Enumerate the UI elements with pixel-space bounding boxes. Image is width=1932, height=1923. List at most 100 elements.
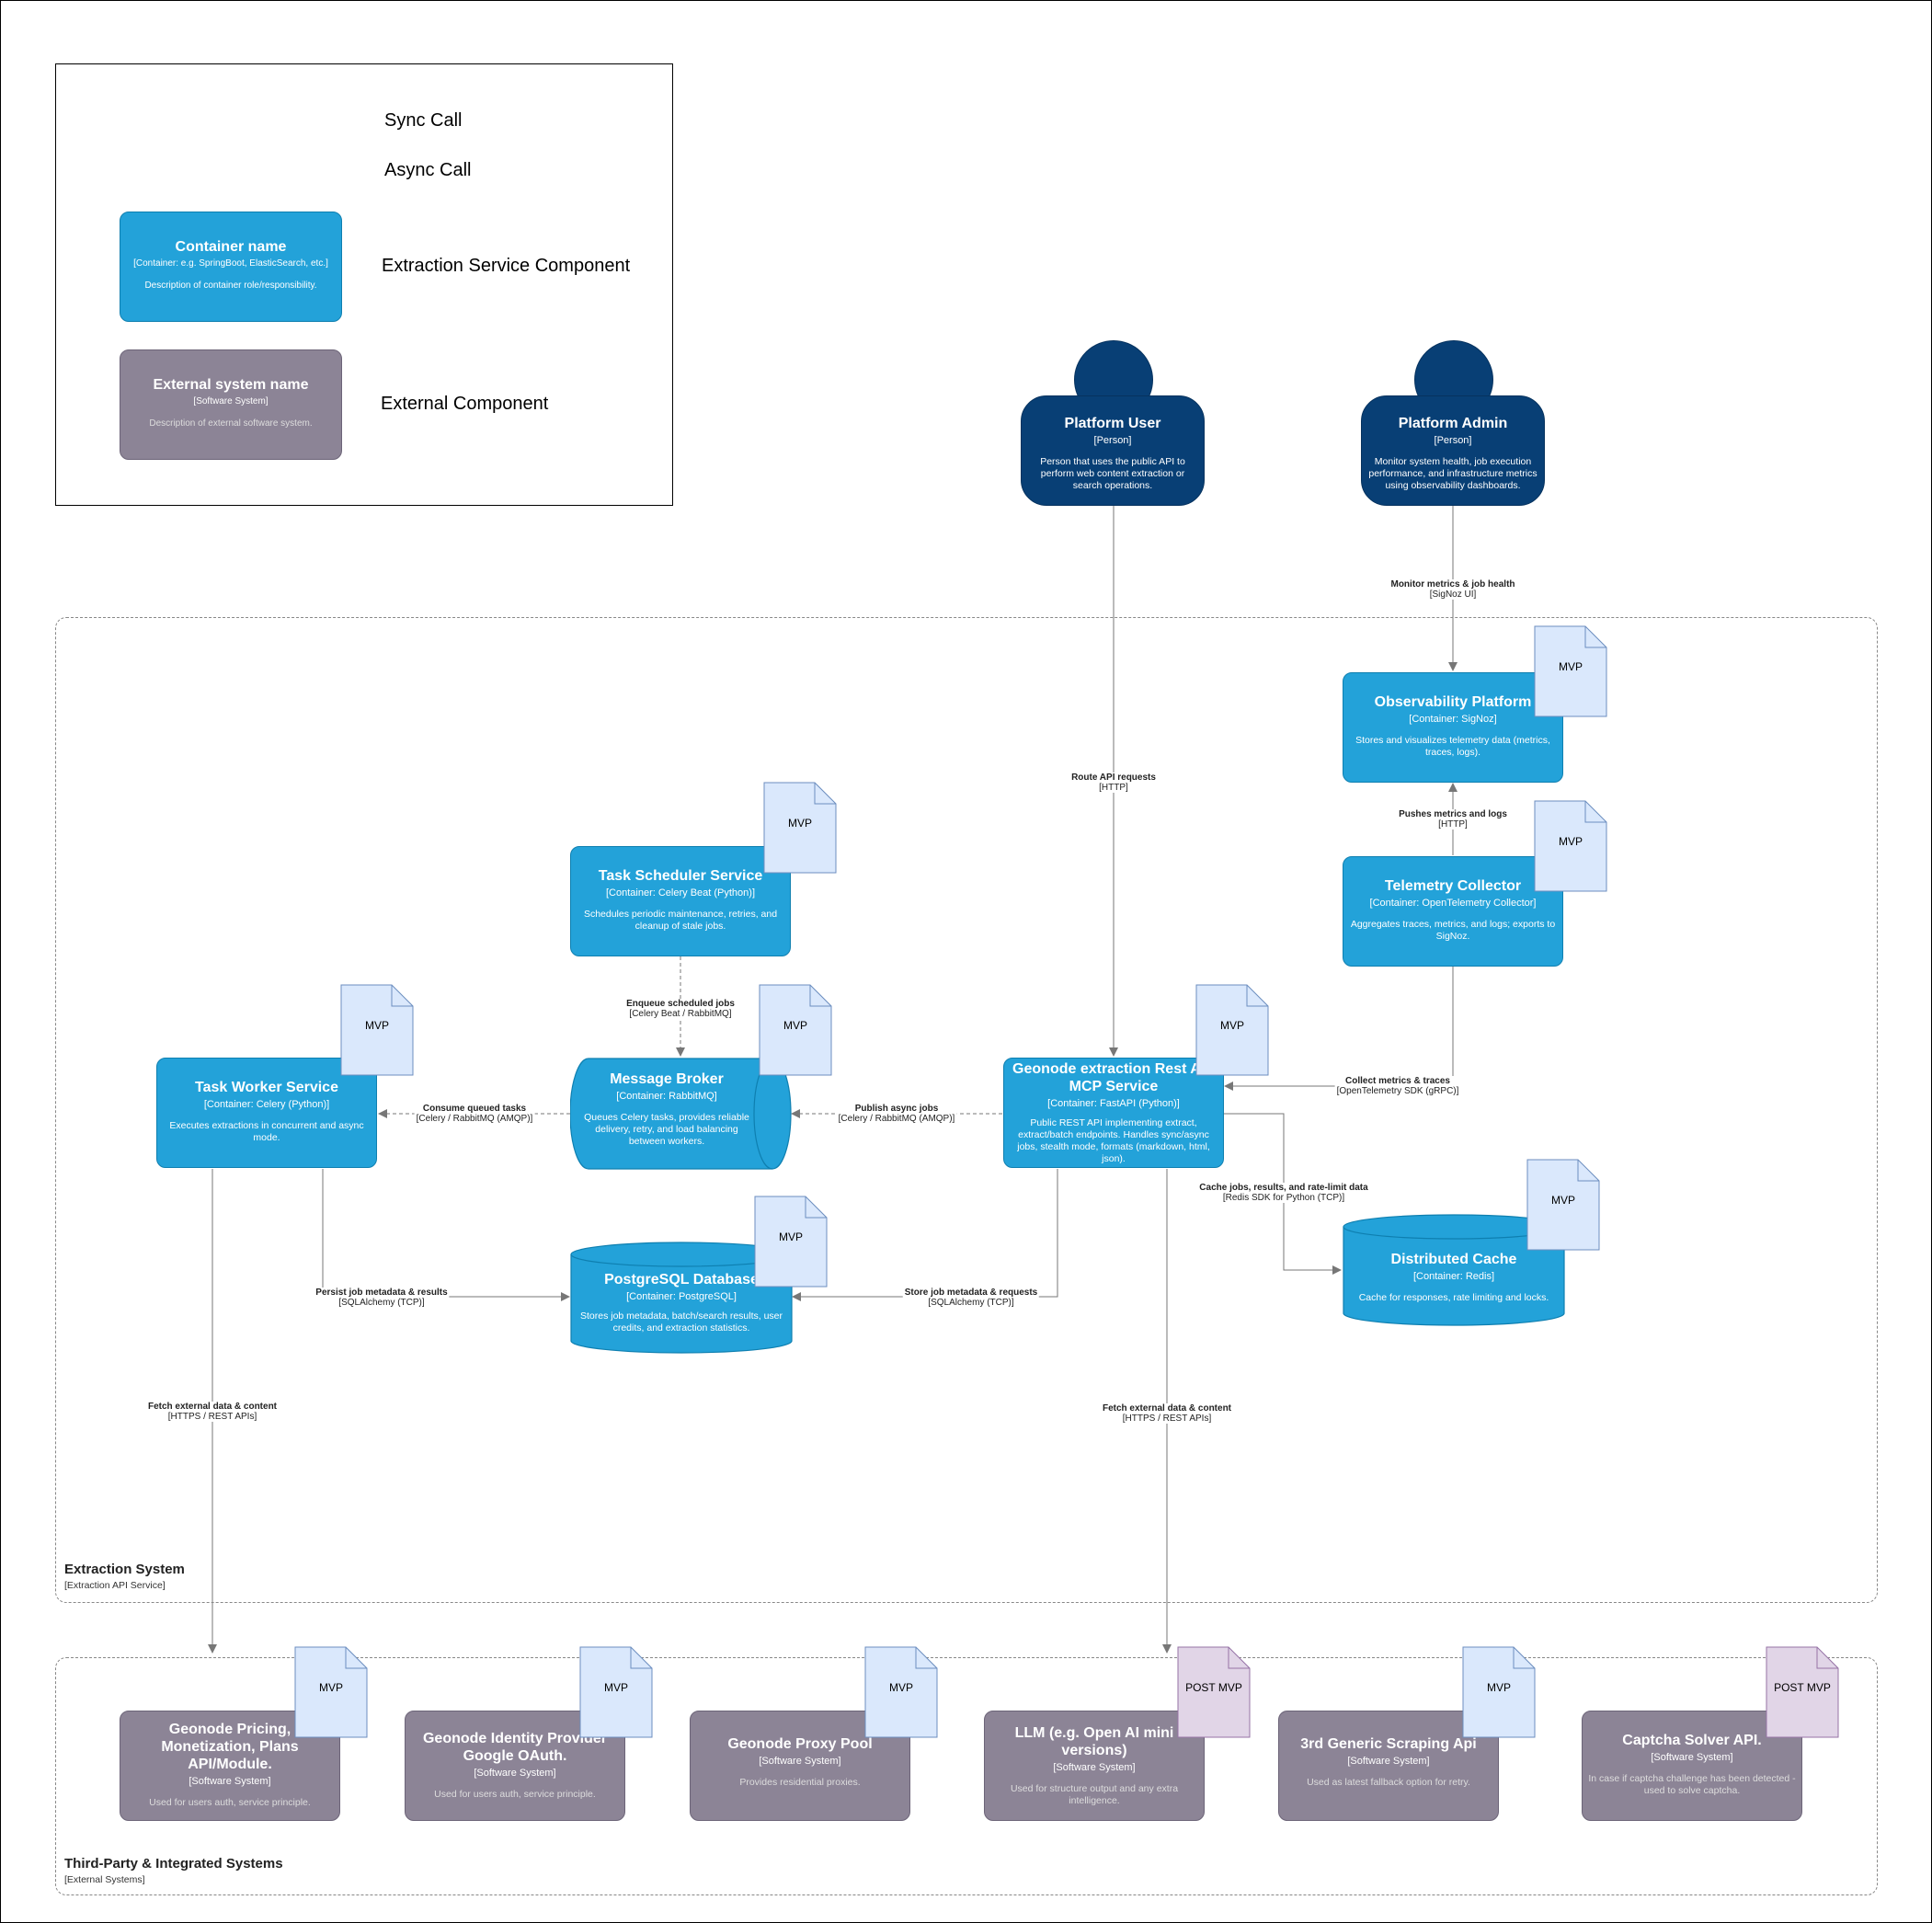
container-desc: Stores and visualizes telemetry data (me…	[1355, 735, 1550, 758]
legend-external-sample: External system name [Software System] D…	[120, 349, 342, 460]
edge-label-consume: Consume queued tasks[Celery / RabbitMQ (…	[414, 1104, 535, 1124]
container-title: Observability Platform	[1374, 694, 1532, 710]
mvp-note: MVP	[294, 1646, 368, 1738]
task-worker-container[interactable]: Task Worker Service [Container: Celery (…	[156, 1058, 377, 1168]
relation-label: Cache jobs, results, and rate-limit data	[1199, 1183, 1368, 1193]
note-label: MVP	[1550, 1194, 1575, 1207]
task-scheduler-container[interactable]: Task Scheduler Service [Container: Celer…	[570, 846, 791, 956]
telemetry-collector-container[interactable]: Telemetry Collector [Container: OpenTele…	[1343, 856, 1563, 967]
container-desc: Cache for responses, rate limiting and l…	[1358, 1292, 1549, 1303]
container-desc: Schedules periodic maintenance, retries,…	[583, 909, 778, 932]
relation-label: Publish async jobs	[854, 1104, 939, 1114]
container-title: Task Worker Service	[195, 1080, 338, 1095]
external-type: [Software System]	[1053, 1762, 1136, 1773]
person-desc: Person that uses the public API to perfo…	[1040, 456, 1185, 491]
container-desc: Executes extractions in concurrent and a…	[169, 1120, 364, 1143]
edge-label-monitor: Monitor metrics & job health[SigNoz UI]	[1389, 579, 1517, 600]
mvp-note: MVP	[1462, 1646, 1536, 1738]
mvp-note: MVP	[763, 782, 837, 874]
container-desc: Stores job metadata, batch/search result…	[579, 1311, 783, 1334]
edge-label-enqueue: Enqueue scheduled jobs[Celery Beat / Rab…	[624, 999, 737, 1019]
external-title: Captcha Solver API.	[1622, 1733, 1762, 1748]
person-title: Platform Admin	[1398, 416, 1508, 431]
container-title: Message Broker	[610, 1071, 724, 1087]
note-label: MVP	[364, 1019, 389, 1032]
mvp-note: MVP	[579, 1646, 653, 1738]
edge-store	[792, 1169, 1058, 1301]
relation-tech: [HTTPS / REST APIs]	[167, 1412, 257, 1422]
pricing-external-system[interactable]: Geonode Pricing, Monetization, Plans API…	[120, 1711, 340, 1821]
relation-label: Persist job metadata & results	[315, 1288, 448, 1298]
container-type: [Container: RabbitMQ]	[616, 1091, 717, 1102]
message-broker-shape	[570, 1058, 792, 1170]
legend-external-desc: Description of external software system.	[149, 418, 313, 429]
proxy-external-system[interactable]: Geonode Proxy Pool [Software System] Pro…	[690, 1711, 910, 1821]
person-type: [Person]	[1434, 435, 1472, 446]
relation-tech: [Celery Beat / RabbitMQ]	[629, 1009, 732, 1019]
identity-external-system[interactable]: Geonode Identity Provider Google OAuth. …	[405, 1711, 625, 1821]
container-title: Task Scheduler Service	[598, 868, 763, 884]
mvp-note: MVP	[754, 1196, 828, 1288]
container-type: [Container: Celery Beat (Python)]	[605, 887, 756, 899]
relation-tech: [SigNoz UI]	[1429, 589, 1477, 600]
person-desc: Monitor system health, job execution per…	[1368, 456, 1538, 491]
external-title: Geonode Pricing, Monetization, Plans API…	[161, 1722, 299, 1772]
edge-label-fetch-worker: Fetch external data & content[HTTPS / RE…	[145, 1402, 280, 1422]
mvp-note: MVP	[1534, 625, 1607, 717]
external-desc: Provides residential proxies.	[739, 1777, 861, 1788]
note-label: MVP	[787, 817, 812, 830]
rest-api-mcp-container[interactable]: Geonode extraction Rest API MCP Service …	[1003, 1058, 1224, 1168]
container-desc: Queues Celery tasks, provides reliable d…	[584, 1112, 749, 1147]
observability-platform-container[interactable]: Observability Platform [Container: SigNo…	[1343, 672, 1563, 783]
relation-label: Route API requests	[1071, 773, 1156, 783]
post-mvp-note: POST MVP	[1177, 1646, 1251, 1738]
container-type: [Container: OpenTelemetry Collector]	[1369, 898, 1537, 909]
container-desc: Aggregates traces, metrics, and logs; ex…	[1350, 919, 1556, 942]
external-type: [Software System]	[1651, 1752, 1733, 1763]
third-party-boundary-sub: [External Systems]	[64, 1874, 145, 1885]
scraping-external-system[interactable]: 3rd Generic Scraping Api [Software Syste…	[1278, 1711, 1499, 1821]
edge-label-fetch-api: Fetch external data & content[HTTPS / RE…	[1100, 1403, 1234, 1424]
note-label: MVP	[1558, 835, 1583, 848]
platform-user-person[interactable]: Platform User [Person] Person that uses …	[1021, 395, 1205, 506]
relation-label: Fetch external data & content	[147, 1402, 278, 1412]
person-title: Platform User	[1064, 416, 1161, 431]
captcha-external-system[interactable]: Captcha Solver API. [Software System] In…	[1582, 1711, 1802, 1821]
legend-external-title: External system name	[153, 377, 309, 393]
relation-tech: [Celery / RabbitMQ (AMQP)]	[838, 1114, 955, 1124]
external-type: [Software System]	[474, 1768, 556, 1779]
legend-async-label: Async Call	[384, 160, 472, 180]
note-label: POST MVP	[1185, 1681, 1242, 1694]
postgres-container[interactable]: PostgreSQL Database [Container: PostgreS…	[570, 1260, 793, 1352]
relation-tech: [OpenTelemetry SDK (gRPC)]	[1336, 1086, 1459, 1096]
legend-external-label: External Component	[381, 394, 549, 414]
container-desc: Public REST API implementing extract, ex…	[1017, 1117, 1210, 1164]
note-label: MVP	[888, 1681, 913, 1694]
relation-label: Fetch external data & content	[1102, 1403, 1232, 1414]
legend-container-title: Container name	[175, 239, 287, 255]
platform-admin-person[interactable]: Platform Admin [Person] Monitor system h…	[1361, 395, 1545, 506]
relation-label: Collect metrics & traces	[1345, 1076, 1450, 1086]
relation-tech: [HTTP]	[1438, 819, 1468, 830]
external-desc: Used as latest fallback option for retry…	[1307, 1777, 1470, 1788]
relation-tech: [HTTP]	[1099, 783, 1128, 793]
third-party-boundary	[55, 1657, 1878, 1895]
legend-external-type: [Software System]	[193, 396, 269, 406]
external-title: LLM (e.g. Open AI mini versions)	[1014, 1725, 1174, 1758]
relation-tech: [Celery / RabbitMQ (AMQP)]	[416, 1114, 533, 1124]
distributed-cache-container[interactable]: Distributed Cache [Container: Redis] Cac…	[1343, 1242, 1565, 1324]
container-type: [Container: FastAPI (Python)]	[1047, 1098, 1180, 1109]
container-type: [Container: SigNoz]	[1409, 714, 1497, 725]
postgres-shape	[570, 1242, 793, 1354]
container-type: [Container: Celery (Python)]	[203, 1099, 330, 1110]
relation-label: Enqueue scheduled jobs	[626, 999, 735, 1009]
edge-label-cachejobs: Cache jobs, results, and rate-limit data…	[1197, 1183, 1370, 1203]
relation-label: Store job metadata & requests	[904, 1288, 1038, 1298]
relation-label: Pushes metrics and logs	[1399, 809, 1507, 819]
llm-external-system[interactable]: LLM (e.g. Open AI mini versions) [Softwa…	[984, 1711, 1205, 1821]
relation-tech: [Redis SDK for Python (TCP)]	[1222, 1193, 1345, 1203]
relation-tech: [SQLAlchemy (TCP)]	[338, 1298, 425, 1308]
edge-label-store: Store job metadata & requests[SQLAlchemy…	[902, 1288, 1040, 1308]
legend-sync-label: Sync Call	[384, 110, 463, 131]
message-broker-container[interactable]: Message Broker [Container: RabbitMQ] Que…	[570, 1058, 763, 1168]
